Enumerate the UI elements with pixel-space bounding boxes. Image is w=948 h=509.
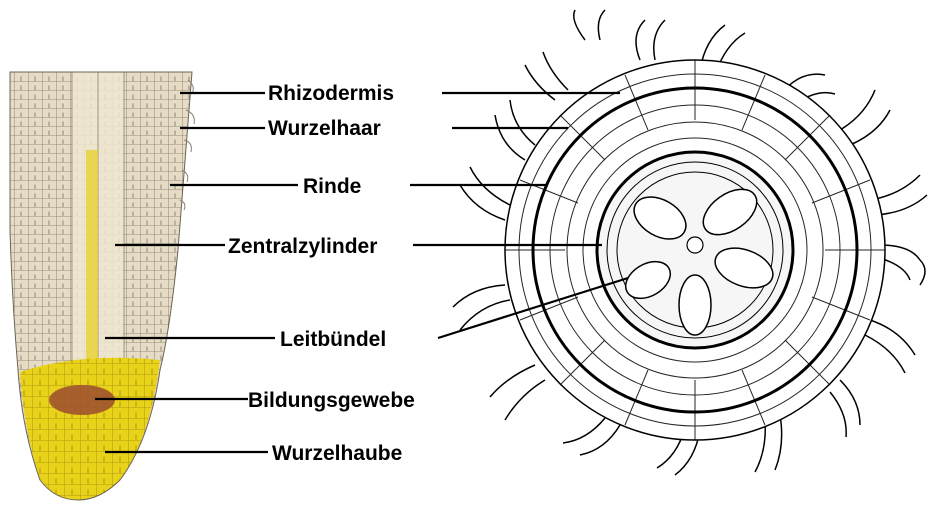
- label-wurzelhaube: Wurzelhaube: [272, 442, 402, 465]
- root-longitudinal-section: [0, 60, 200, 509]
- label-wurzelhaar: Wurzelhaar: [268, 117, 381, 140]
- label-leitbuendel: Leitbündel: [280, 328, 386, 351]
- label-rhizodermis: Rhizodermis: [268, 82, 394, 105]
- root-cross-section: [453, 10, 927, 475]
- label-rinde: Rinde: [303, 175, 361, 198]
- label-zentralzylinder: Zentralzylinder: [228, 235, 377, 258]
- label-bildungsgewebe: Bildungsgewebe: [248, 389, 415, 412]
